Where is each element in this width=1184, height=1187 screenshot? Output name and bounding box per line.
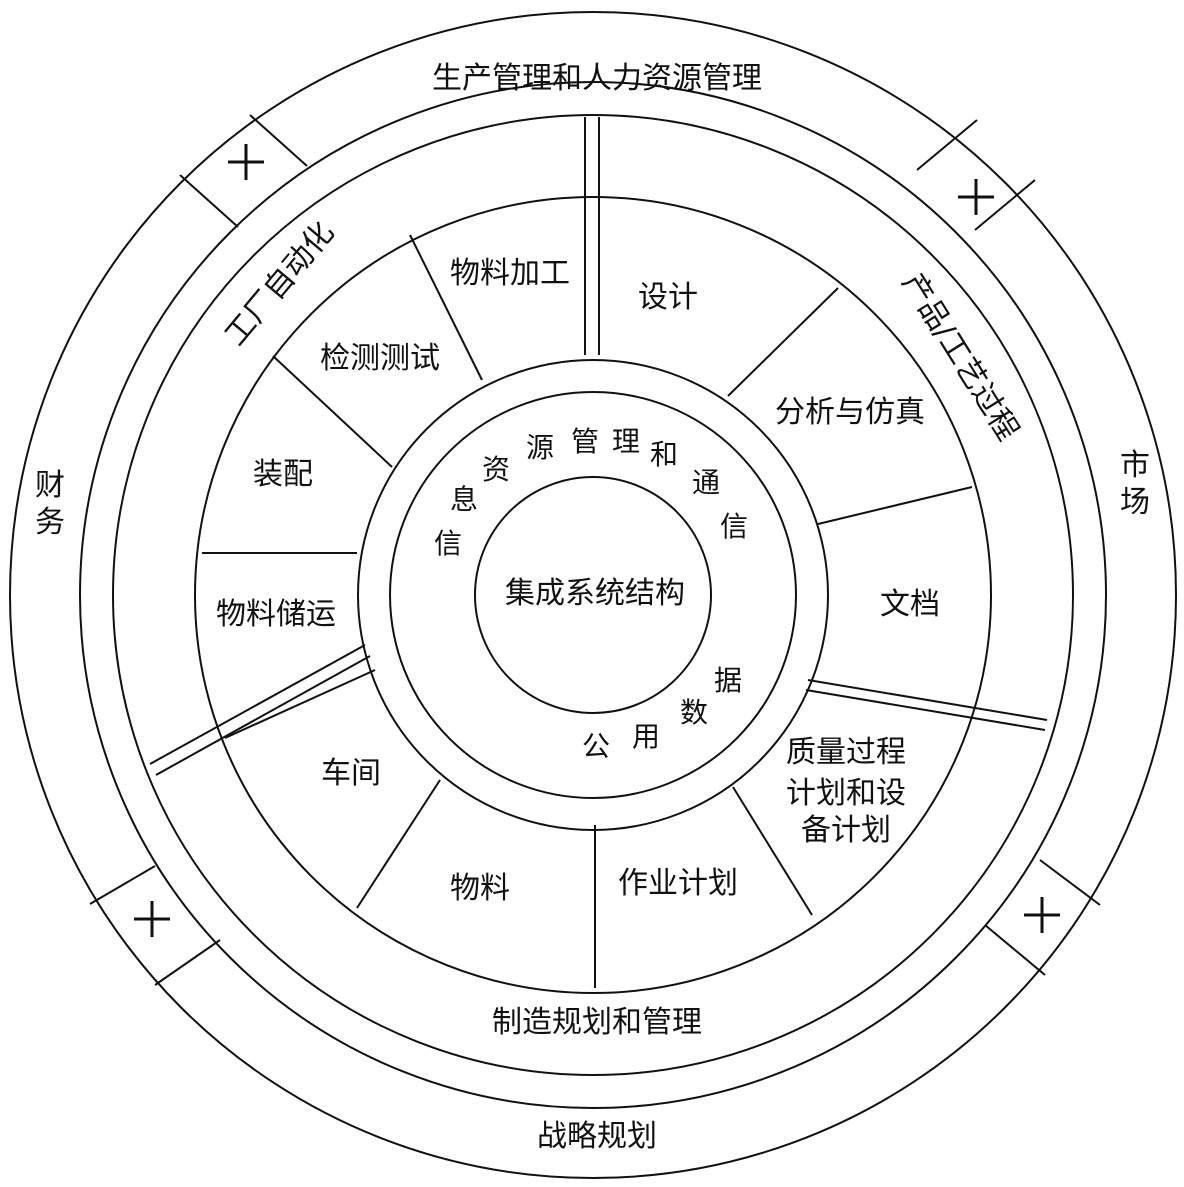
inner-top-arc-char: 理 (612, 425, 640, 458)
center-label: 集成系统结构 (505, 576, 685, 611)
mid-bottom-label: 制造规划和管理 (492, 1005, 702, 1040)
mid-top-left-label: 工厂自动化 (218, 215, 341, 352)
ring-circle-5 (357, 359, 829, 831)
inner-bottom-arc-char: 用 (632, 720, 660, 753)
outer-bottom-label: 战略规划 (537, 1119, 657, 1154)
inner-bottom-arc-char: 据 (714, 664, 742, 697)
sector-documentation: 文档 (880, 587, 940, 622)
inner-top-arc-char: 信 (434, 527, 462, 560)
sector-analysis-simulation: 分析与仿真 (775, 395, 925, 430)
sector-quality-planning-line-1: 质量过程 (786, 735, 906, 770)
sector-material: 物料 (450, 871, 510, 906)
inner-top-arc-char: 管 (571, 425, 599, 458)
inner-bottom-arc-char: 数 (680, 696, 708, 729)
ring-circle-2 (79, 81, 1107, 1109)
outer-left-char-1: 财 (35, 468, 65, 503)
outer-dividers (89, 114, 1101, 986)
inner-top-arc-char: 通 (692, 466, 720, 499)
cross-icon (1024, 897, 1060, 933)
sector-dividers (202, 234, 973, 988)
center-circle (474, 476, 712, 714)
outer-left-char-2: 务 (35, 505, 65, 540)
cross-symbols (134, 144, 1060, 937)
outer-right-char-2: 场 (1120, 485, 1150, 520)
cross-icon (228, 144, 264, 180)
outer-right-char-1: 市 (1120, 448, 1150, 483)
ring-circle-3 (112, 114, 1074, 1076)
ring-circle-6 (389, 391, 797, 799)
inner-top-arc-char: 源 (526, 431, 554, 464)
inner-top-arc-char: 资 (482, 453, 510, 486)
sector-design: 设计 (638, 280, 698, 315)
sector-quality-planning-line-2: 计划和设 (786, 776, 906, 811)
inner-bottom-arc-char: 公 (582, 730, 610, 763)
inner-top-arc-char: 信 (720, 510, 748, 543)
cross-icon (958, 179, 994, 215)
sector-workshop: 车间 (321, 756, 381, 791)
inner-top-arc-char: 息 (450, 483, 478, 516)
sector-material-handling: 物料储运 (216, 597, 336, 632)
sector-inspection-testing: 检测测试 (320, 341, 440, 376)
cross-icon (134, 901, 170, 937)
outer-circle (9, 11, 1177, 1179)
ring-circle-4 (194, 196, 992, 994)
sector-operation-planning: 作业计划 (618, 866, 738, 901)
outer-top-label: 生产管理和人力资源管理 (432, 61, 762, 96)
sector-quality-planning-line-3: 备计划 (801, 813, 891, 848)
mid-ring-double-bars (149, 117, 1048, 776)
sector-assembly: 装配 (253, 457, 313, 492)
sector-material-processing: 物料加工 (450, 256, 570, 291)
inner-top-arc-char: 和 (650, 438, 678, 471)
